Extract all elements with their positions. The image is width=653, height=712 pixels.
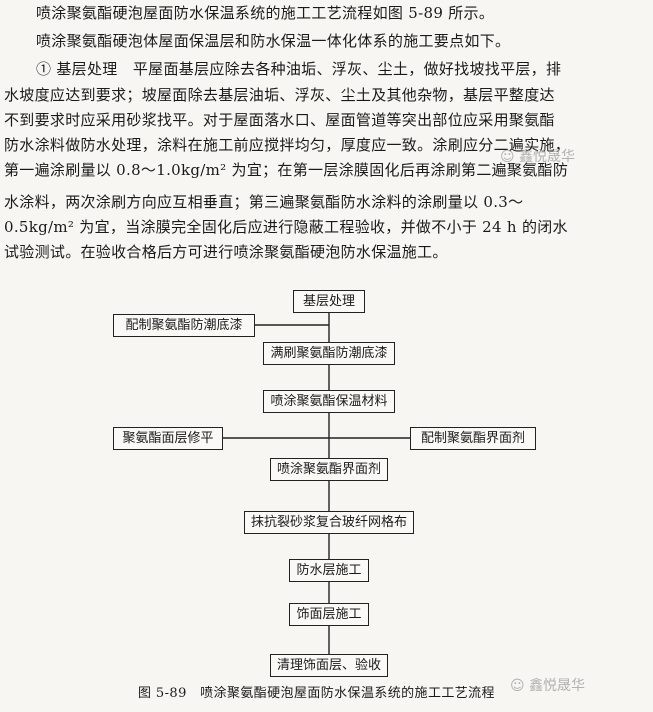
figure-caption: 图 5-89 喷涂聚氨酯硬泡屋面防水保温系统的施工工艺流程	[138, 686, 495, 701]
flow-step-spray-agent: 喷涂聚氨酯界面剂	[270, 458, 388, 481]
paragraph-line-3: ① 基层处理 平屋面基层应除去各种油垢、浮灰、尘土，做好找坡找平层，排	[36, 60, 562, 78]
paragraph-line-4: 水坡度应达到要求；坡屋面除去基层油垢、浮灰、尘土及其他杂物，基层平整度达	[4, 86, 555, 104]
watermark-upper: ☺ 鑫悦晟华	[500, 146, 575, 166]
flow-step-mortar-mesh: 抹抗裂砂浆复合玻纤网格布	[244, 511, 414, 534]
flow-side-trim-surface: 聚氨酯面层修平	[113, 427, 223, 450]
watermark-text: 鑫悦晟华	[519, 149, 576, 165]
flow-step-base-treatment: 基层处理	[293, 290, 365, 313]
watermark-lower: ☺ 鑫悦晟华	[510, 675, 585, 695]
paragraph-line-9: 0.5kg/m² 为宜，当涂膜完全固化后应进行隐蔽工程验收，并做不小于 24 h…	[4, 218, 568, 236]
flow-step-clean-accept: 清理饰面层、验收	[270, 654, 388, 677]
flow-step-brush-primer: 满刷聚氨酯防潮底漆	[263, 342, 395, 365]
paragraph-line-7: 第一遍涂刷量以 0.8～1.0kg/m² 为宜；在第一层涂膜固化后再涂刷第二遍聚…	[4, 161, 569, 179]
paragraph-line-1: 喷涂聚氨酯硬泡屋面防水保温系统的施工工艺流程如图 5-89 所示。	[36, 4, 495, 22]
wechat-icon: ☺	[500, 149, 515, 165]
paragraph-line-6: 防水涂料做防水处理，涂料在施工前应搅拌均匀，厚度应一致。涂刷应分二遍实施，	[4, 136, 571, 154]
paragraph-line-5: 不到要求时应采用砂浆找平。对于屋面落水口、屋面管道等突出部位应采用聚氨酯	[4, 111, 555, 129]
paragraph-line-8: 水涂料，两次涂刷方向应互相垂直；第三遍聚氨酯防水涂料的涂刷量以 0.3～	[4, 193, 524, 211]
flow-step-spray-insulation: 喷涂聚氨酯保温材料	[263, 390, 395, 413]
flow-step-finish: 饰面层施工	[289, 603, 369, 626]
watermark-text: 鑫悦晟华	[529, 678, 586, 694]
paragraph-line-10: 试验测试。在验收合格后方可进行喷涂聚氨酯硬泡防水保温施工。	[4, 243, 448, 261]
flow-side-prepare-primer: 配制聚氨酯防潮底漆	[113, 314, 255, 337]
paragraph-line-2: 喷涂聚氨酯硬泡体屋面保温层和防水保温一体化体系的施工要点如下。	[36, 32, 511, 50]
flow-step-waterproof: 防水层施工	[289, 559, 369, 582]
wechat-icon: ☺	[510, 678, 525, 694]
flow-side-prepare-agent: 配制聚氨酯界面剂	[410, 427, 536, 450]
